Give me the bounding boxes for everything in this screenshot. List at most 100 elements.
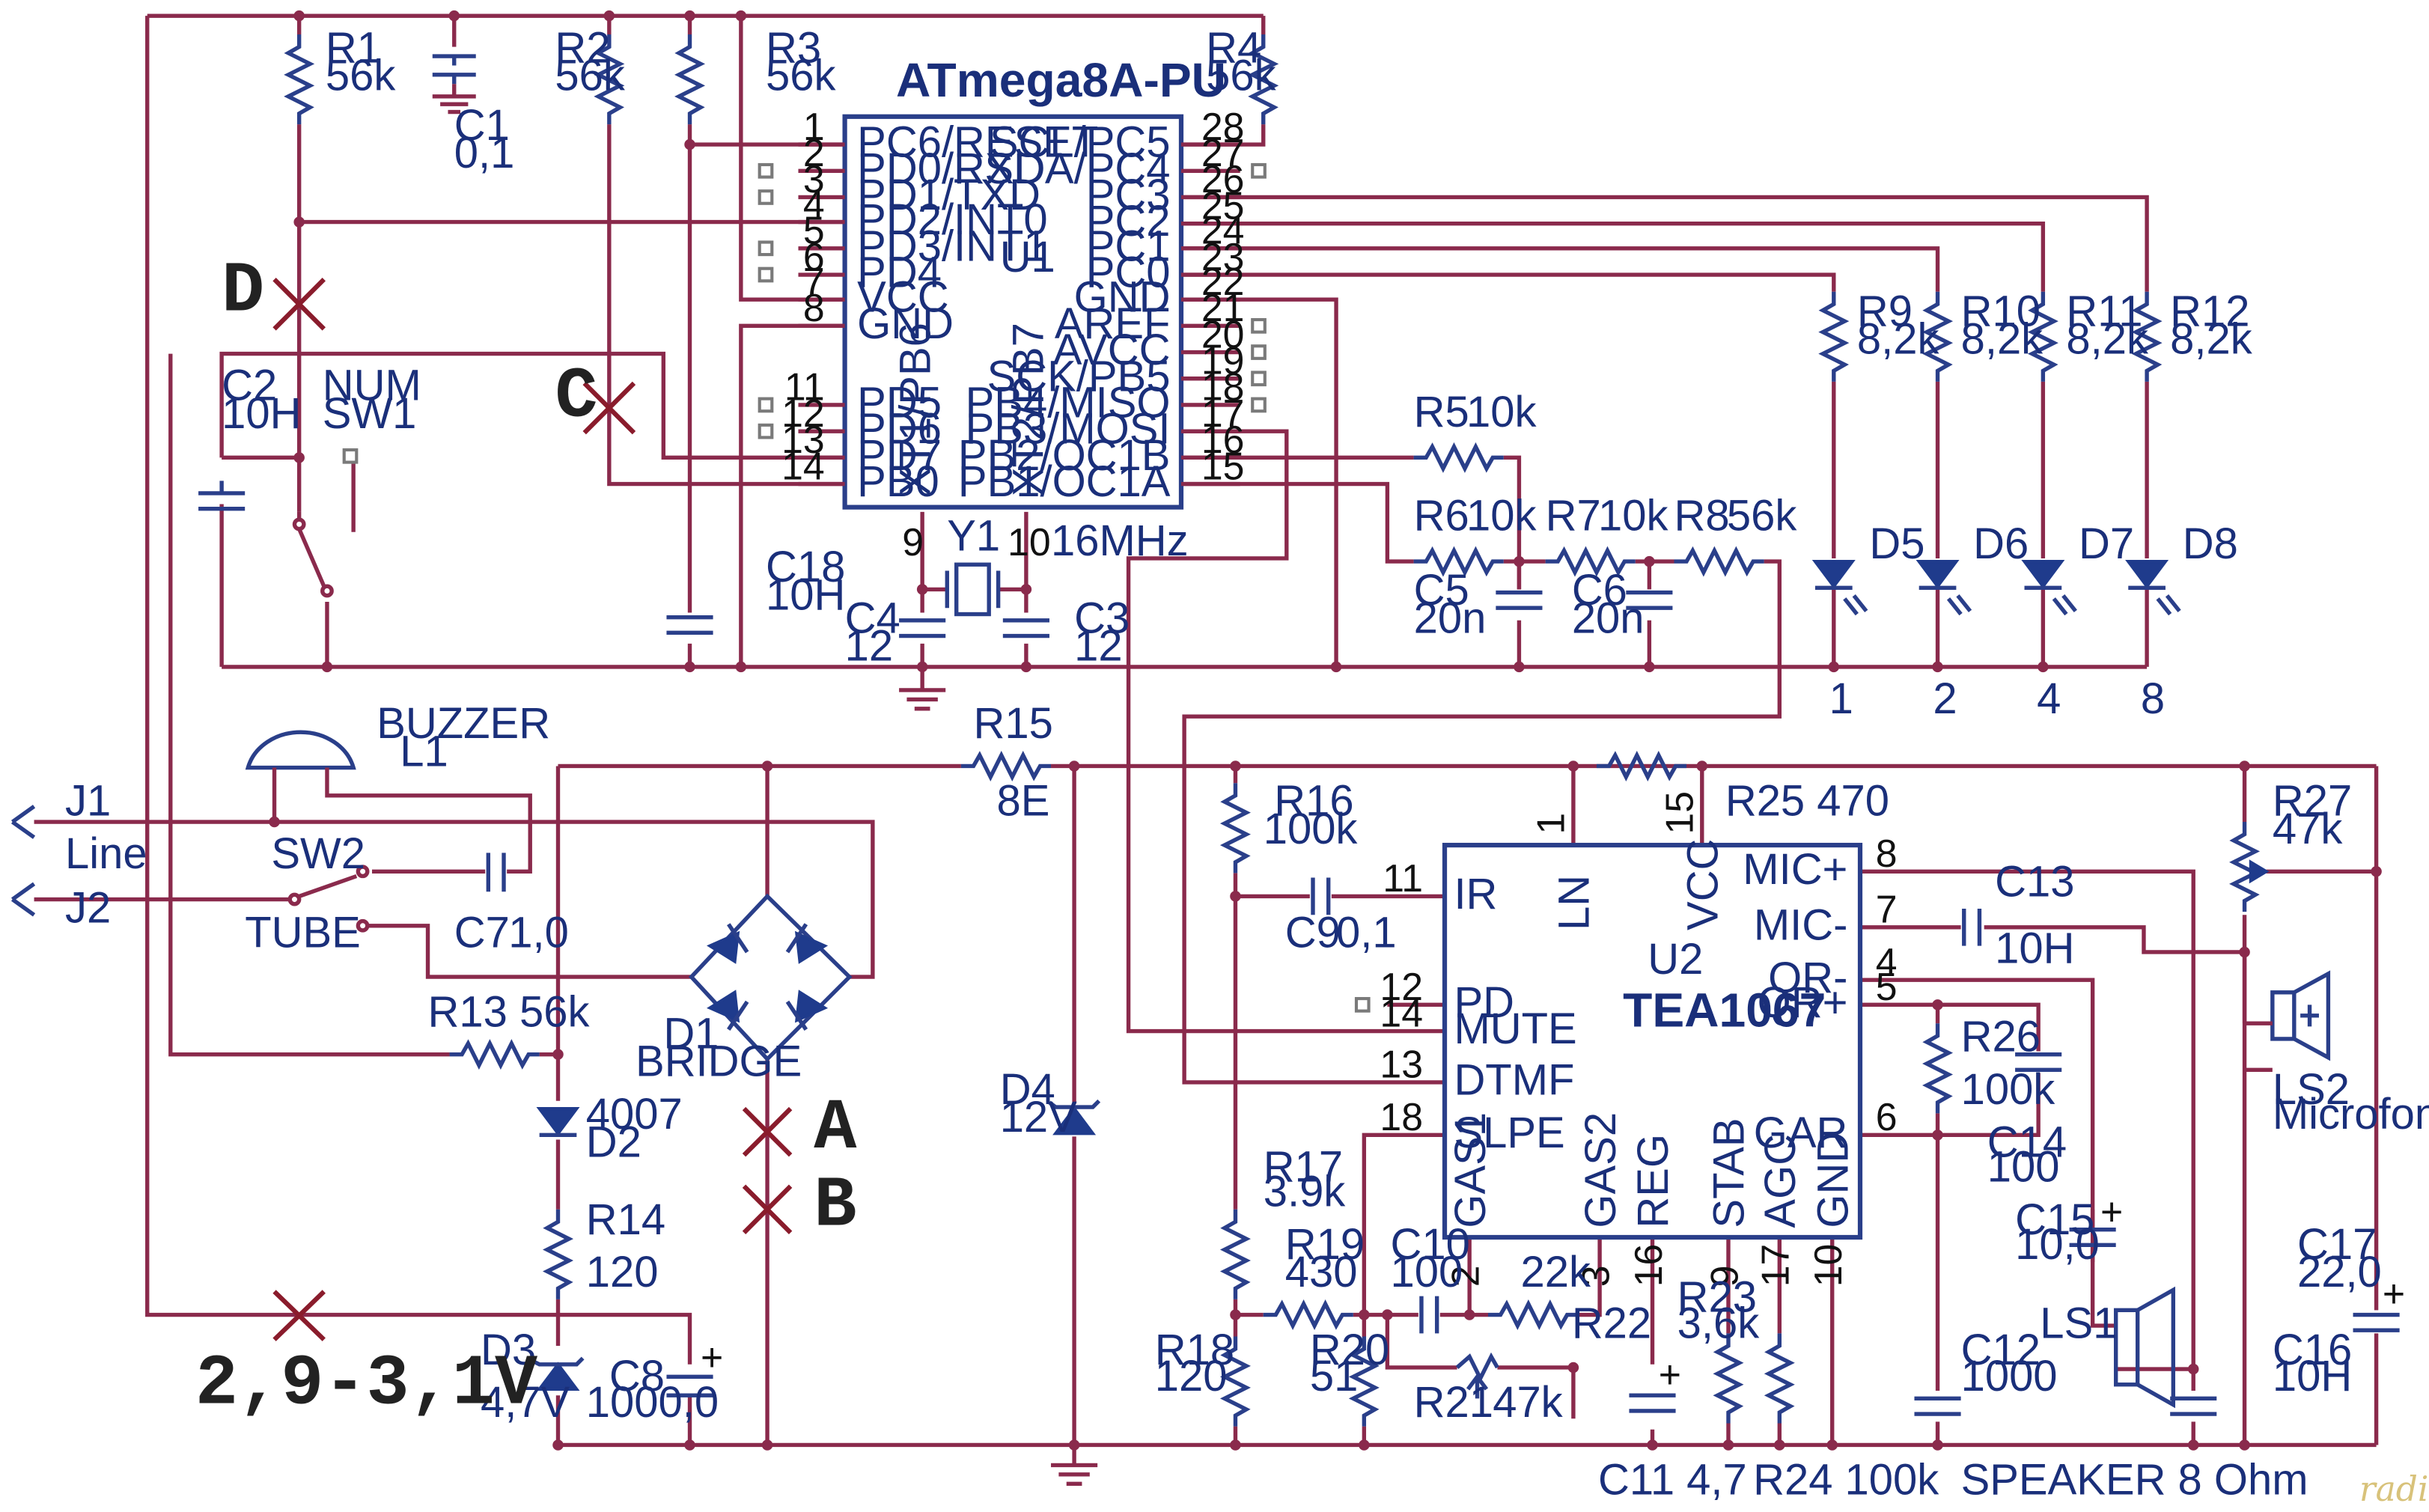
label-l1: L1 [400,728,448,775]
label-r20: R20 [1310,1326,1389,1374]
u1-xt2: XT2/PB7 [1005,323,1053,496]
u1-pin-number: 12 [781,391,825,435]
u1-xt1: XT1/PB6 [892,323,940,496]
u1-name: ATmega8A-PU [896,53,1226,107]
u2-pin-label: GND [1809,1132,1857,1228]
u2-pin-number: 10 [1806,1244,1850,1287]
u1-pin-label: SCL/PC5 [990,119,1171,167]
svg-text:+: + [2383,1272,2405,1315]
u1-pin-number: 1 [803,105,825,148]
label-c13: C13 [1995,858,2074,906]
sw2-switch-icon [287,865,370,933]
label-r25: R25 470 [1725,778,1889,826]
u1-pin-label: PC6/RESET [857,119,1098,167]
label-r9v: 8,2k [1857,316,1940,364]
u1-pin-label: PD6 [857,406,942,454]
u2-pin-number: 7 [1876,888,1898,931]
label-r3v: 56k [766,52,836,100]
cut-mark-c-icon [582,381,636,435]
label-r8v: 56k [1727,493,1797,540]
u1-pin-number: 27 [1201,131,1245,174]
wires [34,13,2379,1466]
label-c1: C1 [454,102,510,150]
label-r21v: 47k [1493,1379,1563,1427]
u2-pin-number: 9 [1702,1265,1746,1287]
junction-dots [269,10,2382,1451]
label-d3v: 4,7V [481,1379,570,1427]
u2-pin-label: PD [1454,979,1514,1027]
label-r4: R4 [1206,24,1261,72]
label-mark-c: C [555,356,597,437]
label-c6v: 20n [1572,594,1645,642]
label-r24: R24 100k [1753,1457,1939,1505]
u1-pin-label: PD1/TXD [857,171,1040,219]
u2-pin-label: GAS2 [1577,1112,1625,1228]
label-c12: C12 [1961,1326,2041,1374]
u1-pin-label: PD4 [857,249,942,297]
u1-pin-number: 26 [1201,157,1245,201]
u1-pin-number: 2 [803,131,825,174]
label-mark-a: A [814,1088,857,1169]
label-r21: R21 [1414,1379,1493,1427]
label-y1: Y1 [947,513,1000,561]
label-r22: R22 [1572,1300,1651,1348]
label-c8: C8 [609,1353,665,1400]
label-r22v: 22k [1520,1249,1591,1296]
label-r4v: 56k [1206,52,1276,100]
cut-mark-b-icon [742,1184,793,1234]
u1-pin-label: PC0 [1086,249,1171,297]
microphone-ls2-icon [2244,970,2331,1073]
label-r27v: 47k [2273,805,2343,853]
u2-pin-label: QR- [1768,954,1847,1002]
u1-pin-number: 7 [803,260,825,303]
label-mark-d: D [222,252,264,332]
label-d4: D4 [1000,1066,1055,1114]
label-r12: R12 [2170,287,2249,335]
label-r14v: 120 [586,1249,659,1296]
label-r5: R5 [1414,388,1469,436]
label-c10: C10 [1391,1221,1470,1269]
cut-mark-voltage-icon [272,1290,326,1341]
u1-pin-number: 19 [1201,339,1245,382]
label-r11: R11 [2066,287,2142,335]
u1-pin-label: PB0 [857,458,939,506]
label-xtal: 16MHz [1051,517,1189,565]
label-d4v: 12V [1000,1094,1077,1141]
label-c9v: 0,1 [1336,909,1397,957]
u2-pin-number: 5 [1876,965,1898,1008]
label-c14v: 100 [1987,1143,2060,1191]
u1-pin-label: GND [1074,274,1171,322]
u2-pin-number: 6 [1876,1095,1898,1138]
label-r17: R17 [1264,1143,1343,1191]
sw1-switch-icon [292,448,359,598]
u2-pin-label: LN [1551,875,1599,930]
u2-pin-label: DTMF [1454,1056,1574,1104]
led-d7-icon [2021,560,2077,616]
u2-pin-label: QR+ [1758,979,1848,1027]
u1-pin-label: PB4/MISO [966,379,1171,427]
crystal-y1-icon [945,562,1001,617]
u2-pin-number: 16 [1627,1244,1670,1287]
label-c12v: 1000 [1961,1353,2058,1400]
label-r17v: 3.9k [1264,1168,1347,1216]
label-r6v: 10k [1466,493,1537,540]
u1-pin-label: PB1/OC1A [958,458,1171,506]
label-sw2: SW2 [271,830,365,878]
label-c3v: 12 [1074,623,1122,671]
label-c17v: 22,0 [2297,1249,2382,1296]
u2-pin-label: MIC+ [1743,846,1847,894]
u1-pin-number: 3 [803,157,825,201]
u2-pin-number: 2 [1444,1265,1487,1287]
u1-pin-label: PC2 [1086,198,1171,246]
label-r16: R16 [1274,778,1353,826]
u2-pin-number: 14 [1380,991,1423,1034]
label-mark-b: B [814,1165,856,1246]
label-r27: R27 [2273,778,2352,826]
label-c14: C14 [1987,1118,2067,1166]
u1-pin-number: 16 [1201,418,1245,461]
label-buzzer: BUZZER [377,700,550,748]
label-voltage: 2,9-3,1V [195,1344,538,1425]
label-c13v: 10H [1995,924,2074,972]
label-d5: D5 [1869,520,1924,568]
